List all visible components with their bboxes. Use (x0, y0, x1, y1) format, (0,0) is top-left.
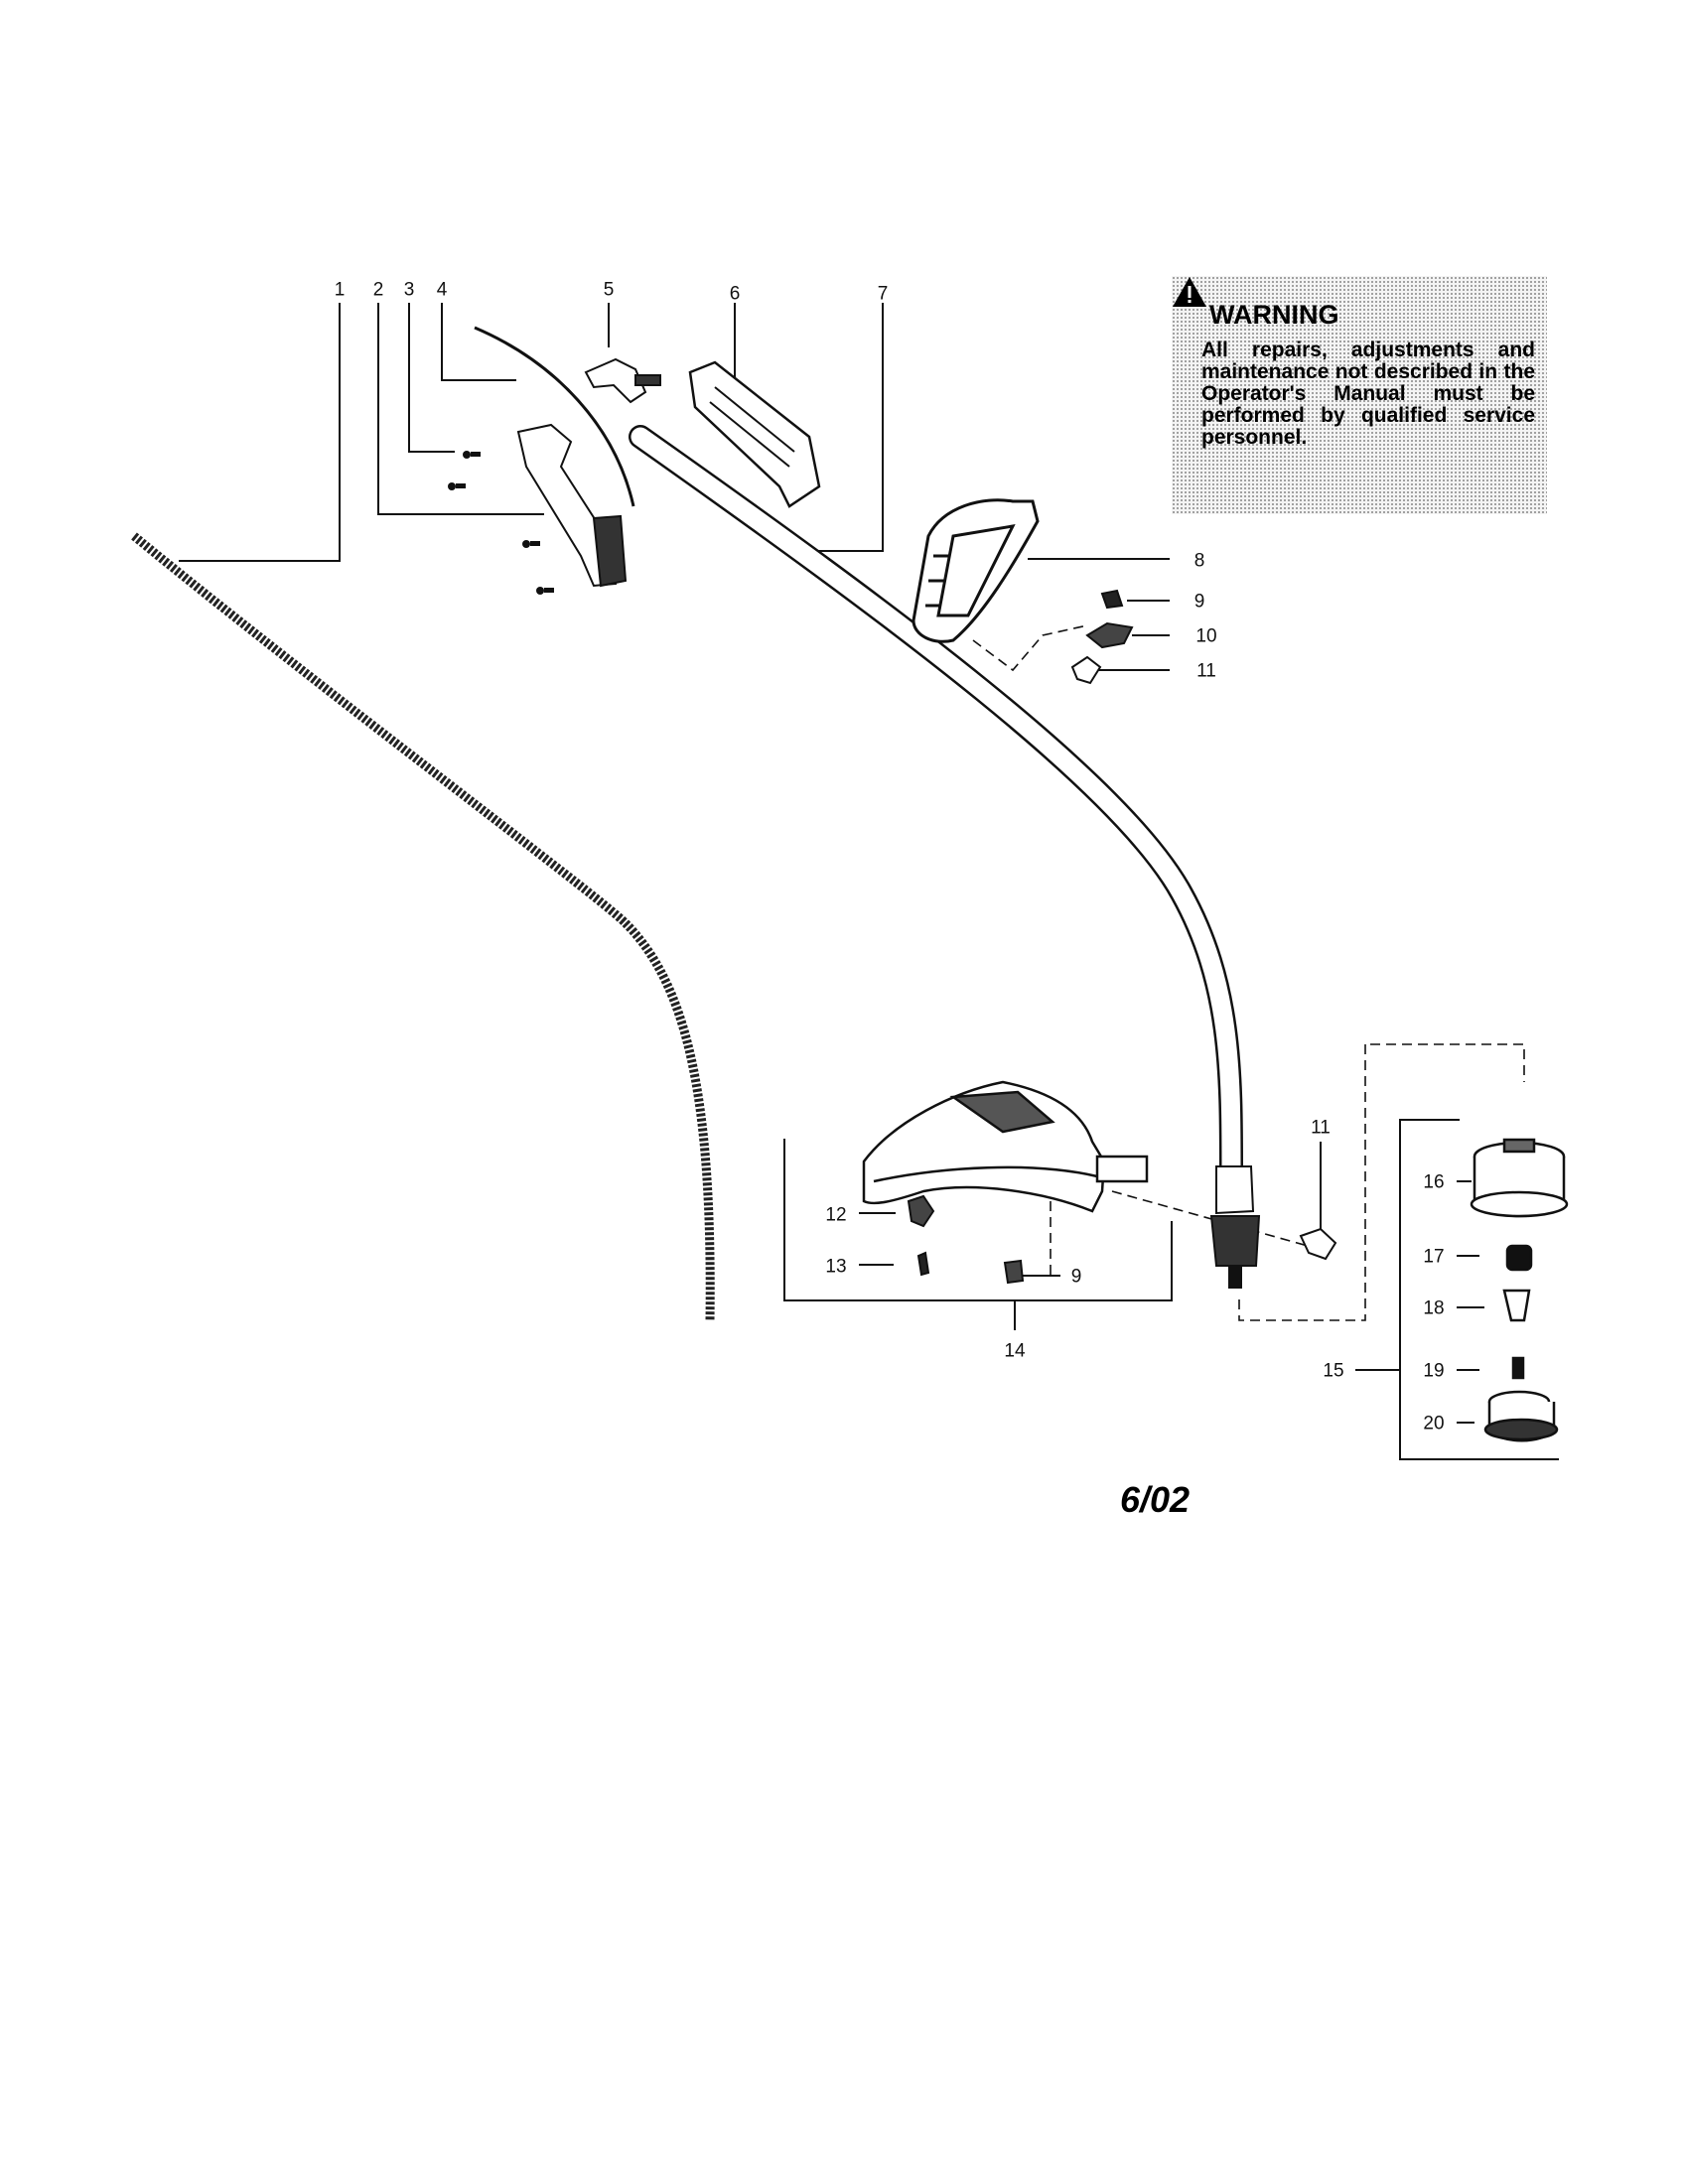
callout-10: 10 (1195, 625, 1217, 647)
gear-head (1209, 1165, 1261, 1289)
callout-20: 20 (1423, 1413, 1445, 1434)
callout-7: 7 (877, 283, 889, 305)
upper-handle (688, 360, 821, 508)
callout-11b: 11 (1311, 1117, 1331, 1139)
leader-4 (441, 303, 516, 381)
callout-4: 4 (436, 279, 448, 301)
warning-triangle-icon (1173, 277, 1206, 307)
callout-13: 13 (825, 1256, 847, 1278)
grass-shield (862, 1080, 1149, 1213)
trimmer-head (1470, 1138, 1569, 1442)
dash-head-side (1238, 1044, 1366, 1321)
callout-8: 8 (1193, 550, 1205, 572)
callout-14: 14 (1004, 1340, 1026, 1362)
handle-hardware (1070, 589, 1134, 685)
callout-17: 17 (1423, 1246, 1445, 1268)
callout-18: 18 (1423, 1297, 1445, 1319)
callout-9b: 9 (1070, 1266, 1082, 1288)
callout-6: 6 (729, 283, 741, 305)
callout-15: 15 (1323, 1360, 1344, 1382)
wing-nut (1299, 1227, 1337, 1261)
dash-handle (972, 624, 1088, 672)
leader-2 (377, 303, 544, 515)
dash-head-top (1370, 1043, 1525, 1082)
callout-2: 2 (372, 279, 384, 301)
bracket-15 (1399, 1119, 1559, 1460)
warning-title: WARNING (1209, 300, 1339, 330)
callout-12: 12 (825, 1204, 847, 1226)
leader-7 (794, 303, 884, 552)
bracket-14 (783, 1139, 1173, 1301)
leader-3 (408, 303, 455, 453)
callout-5: 5 (603, 279, 615, 301)
screws (448, 451, 554, 595)
callout-11a: 11 (1196, 660, 1216, 682)
warning-text: All repairs, adjustments and maintenance… (1201, 339, 1535, 449)
leader-1 (179, 303, 341, 562)
shaft-tube-inner (631, 427, 1241, 1181)
callout-9a: 9 (1193, 591, 1205, 613)
callout-3: 3 (403, 279, 415, 301)
throttle-trigger (584, 357, 661, 404)
callout-19: 19 (1423, 1360, 1445, 1382)
throttle-cable (474, 326, 635, 507)
handle-housing (516, 423, 628, 588)
callout-16: 16 (1423, 1171, 1445, 1193)
shield-hardware (907, 1194, 1025, 1285)
revision-date: 6/02 (1120, 1479, 1191, 1520)
dash-guard (1111, 1190, 1327, 1252)
d-handle (912, 498, 1040, 643)
drive-cable (131, 532, 715, 1321)
callout-1: 1 (334, 279, 346, 301)
warning-box: WARNING All repairs, adjustments and mai… (1172, 276, 1547, 514)
